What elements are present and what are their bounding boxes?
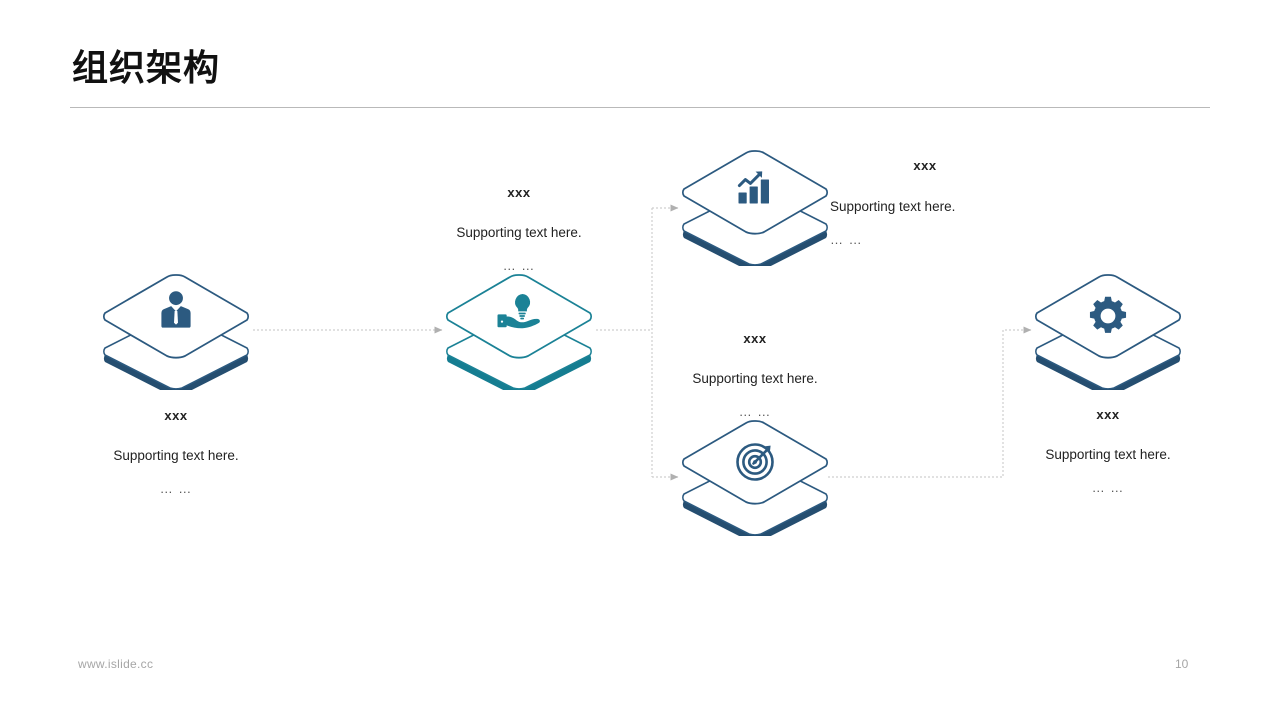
title-divider (70, 107, 1210, 108)
page-title: 组织架构 (72, 47, 221, 88)
text-body: Supporting text here. (692, 370, 818, 386)
connector-target-to-gear (828, 326, 1032, 478)
text-dots: … … (738, 403, 772, 419)
gear-icon (1089, 296, 1127, 333)
target-arrow-icon (736, 443, 774, 481)
text-body: Supporting text here. (830, 198, 956, 214)
hand-lightbulb-icon (497, 294, 540, 329)
text-dots: … … (502, 257, 536, 273)
node-idea[interactable] (444, 272, 594, 390)
text-block-growth: xxx Supporting text here. … … (830, 157, 1020, 248)
text-dots: … … (830, 231, 863, 247)
footer-url[interactable]: www.islide.cc (78, 657, 154, 671)
page-number: 10 (1175, 657, 1189, 671)
text-dots: … … (159, 480, 193, 496)
businessman-icon (161, 291, 191, 328)
text-block-person: xxx Supporting text here. … … (76, 407, 276, 497)
text-block-gear: xxx Supporting text here. … … (1008, 406, 1208, 496)
node-person[interactable] (101, 272, 251, 390)
text-heading: xxx (743, 331, 767, 346)
node-target[interactable] (680, 418, 830, 536)
text-body: Supporting text here. (456, 224, 582, 240)
text-block-idea: xxx Supporting text here. … … (419, 184, 619, 274)
text-heading: xxx (507, 185, 531, 200)
node-gear[interactable] (1033, 272, 1183, 390)
text-body: Supporting text here. (113, 447, 239, 463)
text-dots: … … (1091, 479, 1125, 495)
text-heading: xxx (1096, 407, 1120, 422)
text-heading: xxx (913, 158, 937, 173)
bar-chart-growth-icon (737, 171, 769, 204)
node-growth[interactable] (680, 148, 830, 266)
text-heading: xxx (164, 408, 188, 423)
text-body: Supporting text here. (1045, 446, 1171, 462)
text-block-target: xxx Supporting text here. … … (655, 330, 855, 420)
